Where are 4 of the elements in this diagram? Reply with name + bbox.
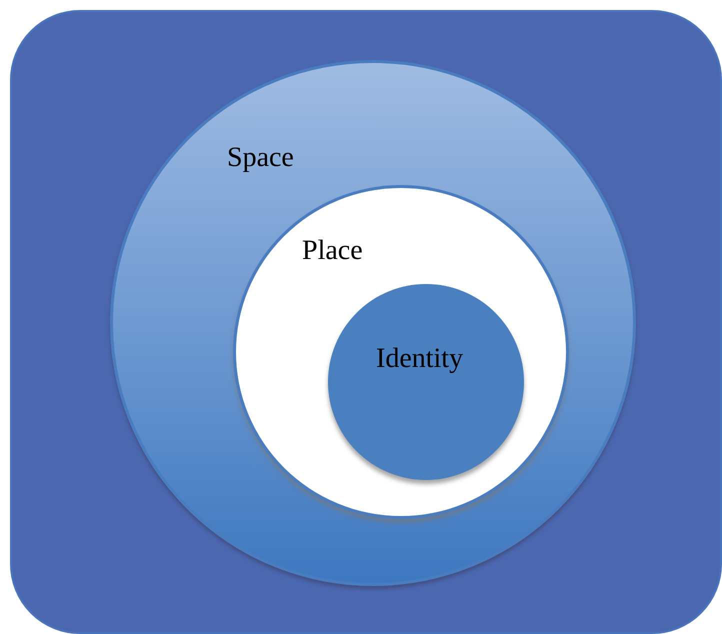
- circle-label: Space: [227, 143, 294, 174]
- circle-label: Place: [302, 236, 363, 267]
- rounded-panel: [10, 10, 722, 634]
- circle-label: Identity: [376, 344, 464, 375]
